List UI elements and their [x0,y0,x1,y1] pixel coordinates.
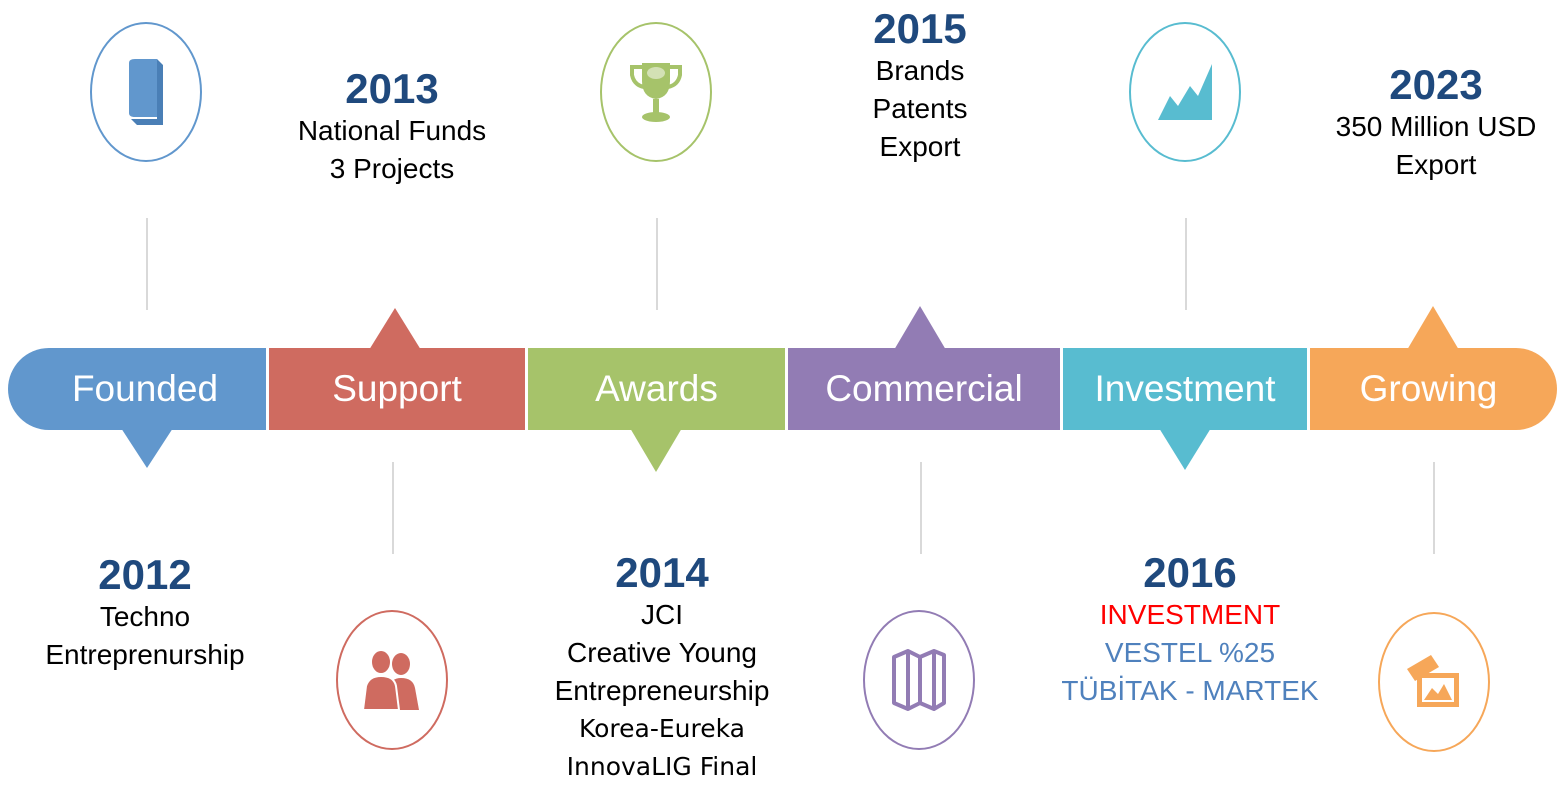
milestone-2015-line-1: Brands [875,55,965,86]
segment-awards: Awards [528,348,785,430]
circle-growing [1378,612,1490,752]
milestone-2015: 2015 Brands Patents Export [800,6,1040,166]
segment-awards-label: Awards [595,368,718,409]
milestone-2014-small-line-2: InnovaLIG Final [566,752,758,781]
connector-line-awards [656,218,658,310]
pointer-growing [1407,306,1459,350]
milestone-2013-line-2: 3 Projects [329,153,455,184]
year-2013: 2013 [345,65,439,112]
circle-support [336,610,448,750]
year-2023: 2023 [1389,61,1483,108]
milestone-2023: 2023 350 Million USD Export [1296,62,1557,184]
book-icon [129,59,163,125]
year-2015: 2015 [873,5,967,52]
segment-founded: Founded [8,348,266,430]
milestone-2013: 2013 National Funds 3 Projects [252,66,532,188]
pointer-commercial [894,306,946,350]
pointer-investment [1159,428,1211,470]
milestone-2016: 2016 INVESTMENT VESTEL %25 TÜBİTAK - MAR… [1030,550,1350,710]
milestone-2015-line-2: Patents [872,93,968,124]
circle-commercial [863,610,975,750]
milestone-2016-line-2: TÜBİTAK - MARTEK [1061,675,1319,706]
pointer-founded [121,428,173,468]
milestone-2015-line-3: Export [879,131,961,162]
milestone-2014-small-line-1: Korea-Eureka [578,714,745,743]
connector-line-commercial [920,462,922,554]
connector-line-founded [146,218,148,310]
milestone-2014: 2014 JCI Creative Young Entrepreneurship… [512,550,812,786]
segment-founded-label: Founded [71,368,219,409]
connector-line-support [392,462,394,554]
area-chart-icon [1158,64,1212,120]
pointer-support [369,308,421,350]
milestone-2023-line-1: 350 Million USD [1335,111,1537,142]
circle-awards [600,22,712,162]
segment-growing: Growing [1310,348,1557,430]
connector-line-growing [1433,462,1435,554]
milestone-2016-line-1: VESTEL %25 [1104,637,1276,668]
milestone-2012-line-2: Entreprenurship [45,639,245,670]
year-2014: 2014 [615,549,709,596]
segment-commercial-label: Commercial [825,368,1023,409]
milestone-2014-line-3: Entrepreneurship [554,675,770,706]
segment-investment-label: Investment [1094,368,1276,409]
year-2012: 2012 [98,551,192,598]
trophy-icon [630,63,682,122]
milestone-2023-line-2: Export [1395,149,1477,180]
milestone-2014-line-2: Creative Young [567,637,757,668]
circle-investment [1129,22,1241,162]
segment-support-label: Support [332,368,462,409]
map-icon [892,649,946,711]
milestone-2014-line-1: JCI [641,599,683,630]
segment-growing-label: Growing [1359,368,1498,409]
pointer-awards [630,428,682,472]
circle-founded [90,22,202,162]
milestone-2012-line-1: Techno [99,601,191,632]
segment-investment: Investment [1063,348,1307,430]
connector-line-investment [1185,218,1187,310]
photos-icon [1407,655,1459,707]
segment-commercial: Commercial [788,348,1060,430]
year-2016: 2016 [1143,549,1237,596]
milestone-2016-highlight: INVESTMENT [1099,599,1281,630]
milestone-2013-line-1: National Funds [297,115,487,146]
people-icon [361,649,419,711]
milestone-2012: 2012 Techno Entreprenurship [10,552,280,674]
segment-support: Support [269,348,525,430]
